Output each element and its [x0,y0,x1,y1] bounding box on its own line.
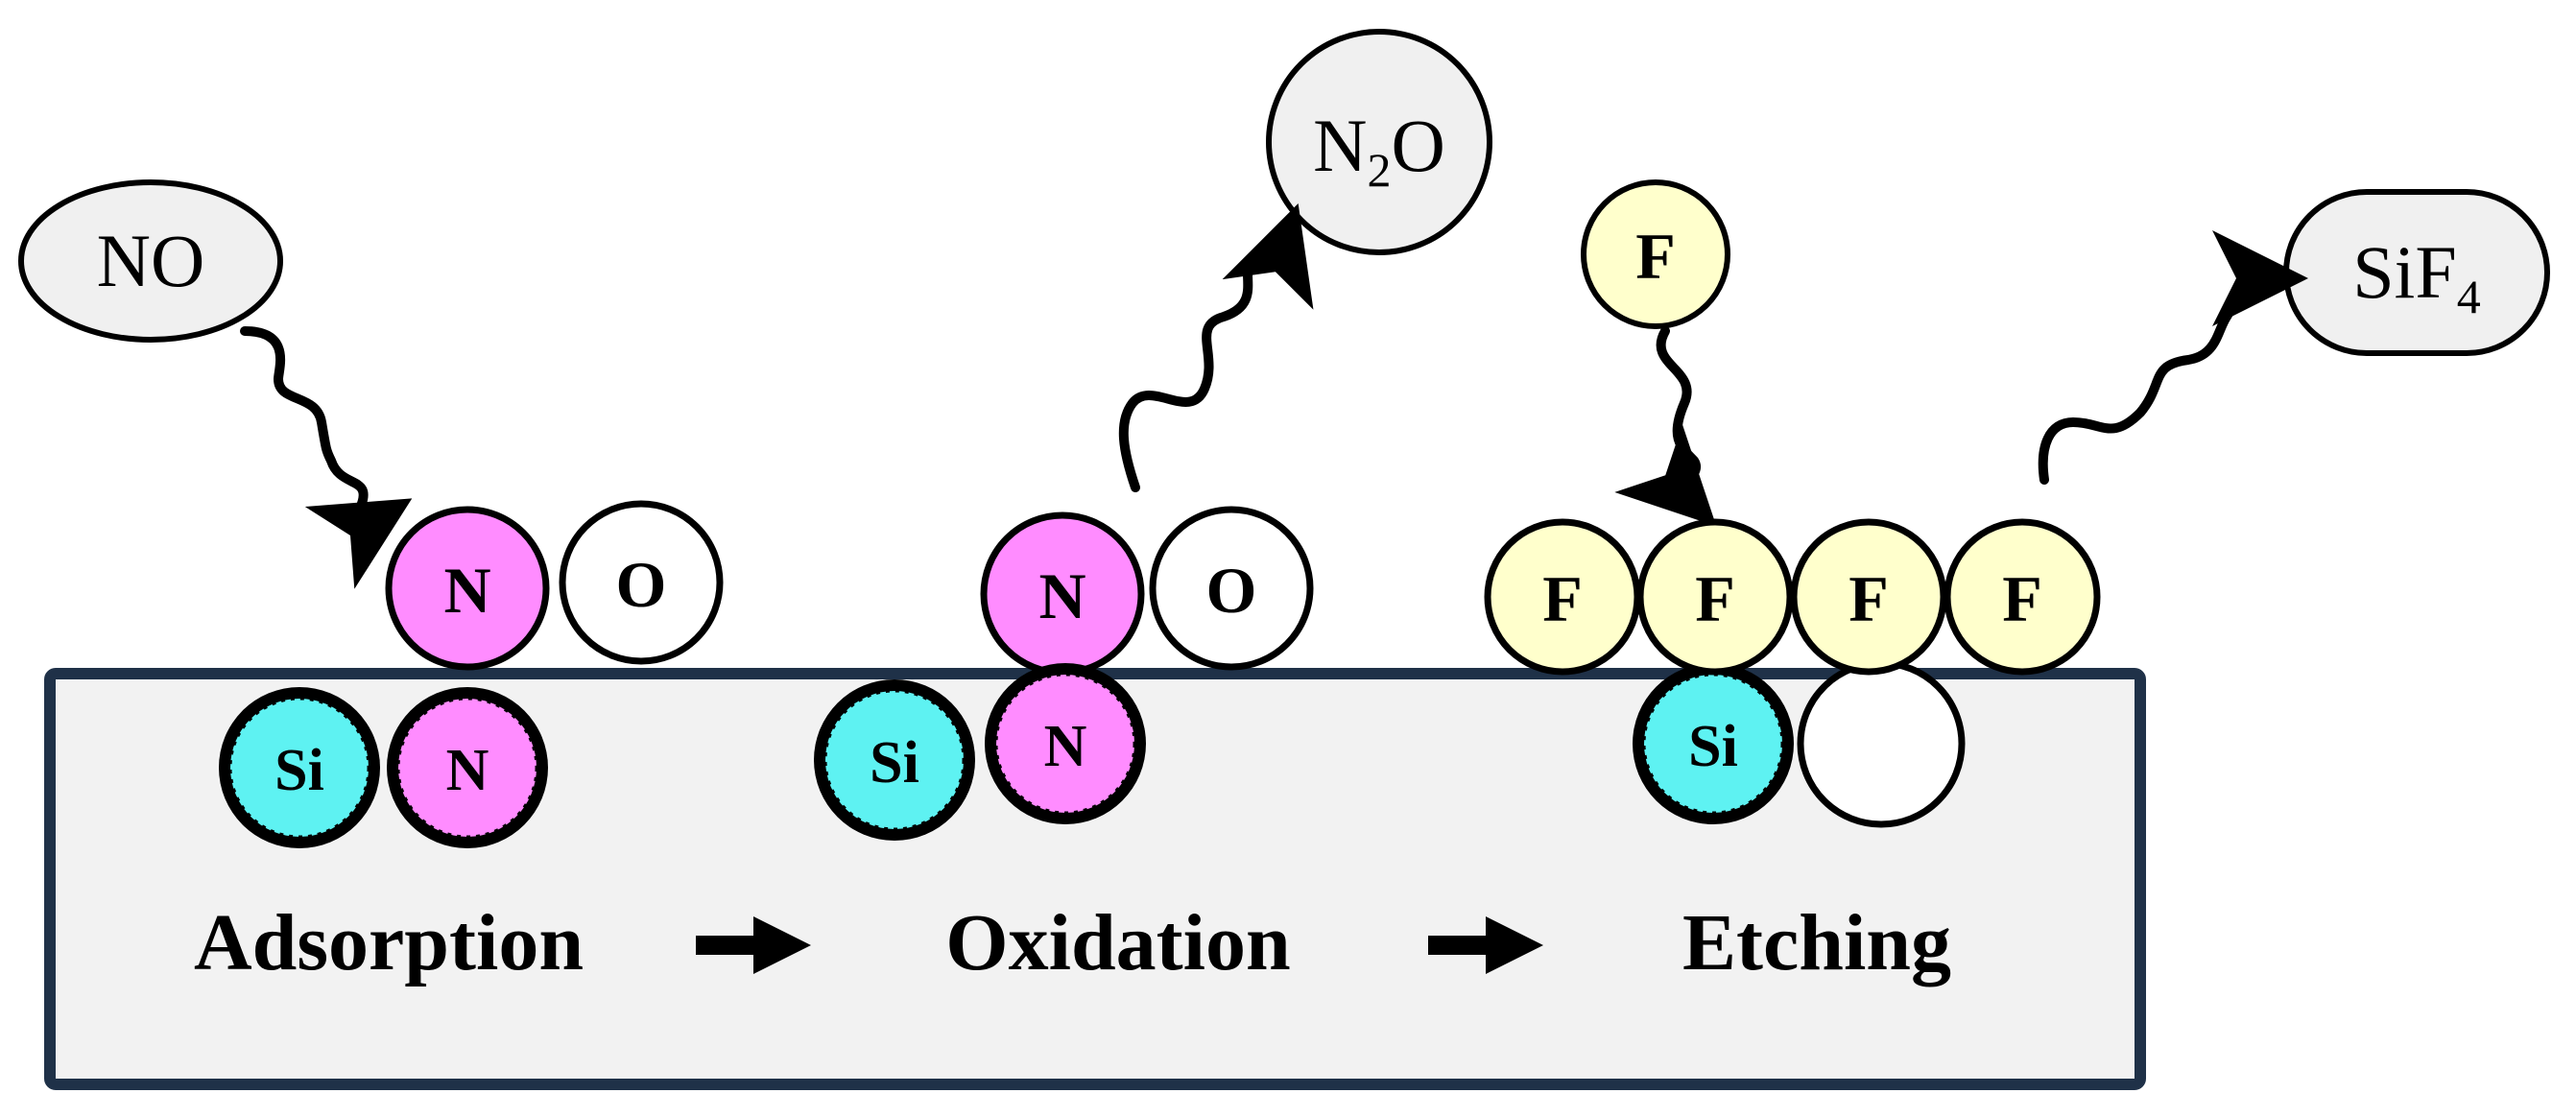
no-gas-label: NO [97,219,205,302]
wavy-arrow-icon [2038,230,2308,485]
si-atom-label: Si [1688,714,1738,779]
no-gas-molecule: NO [18,179,283,343]
f-atom-label: F [1695,562,1735,635]
n-atom-label: N [1038,559,1085,632]
right-arrow-icon [1428,916,1543,974]
f-atom-label: F [2002,562,2042,635]
n-atom-label: N [446,738,489,803]
stage-label-adsorption: Adsorption [194,898,584,987]
f-atom-label: F [1542,562,1583,635]
n2o-gas-label: N [1313,104,1367,187]
surface-n-atom: N [387,687,548,848]
f-gas-molecule: F [1581,179,1730,329]
wavy-arrow-icon [1118,203,1314,492]
n2o-gas-molecule: N2O [1266,29,1492,255]
sif4-gas-label: SiF [2352,230,2456,314]
adsorbed-f-atom: F [1944,518,2101,676]
surface-si-atom: Si [219,687,380,848]
sif4-gas-molecule: SiF4 [2283,189,2550,356]
f-gas-label: F [1635,220,1676,293]
stage-label-etching: Etching [1682,898,1951,987]
vacancy-site [1797,659,1966,828]
adsorbed-f-atom: F [1790,518,1947,676]
si-atom-label: Si [870,730,919,796]
o-atom-label: O [1206,554,1257,627]
oxidized-o-atom: O [1149,506,1314,671]
o-atom-label: O [616,548,667,621]
surface-si-atom: Si [1633,663,1794,824]
adsorbed-f-atom: F [1636,518,1794,676]
svg-text:N2O: N2O [1313,104,1445,197]
f-atom-label: F [1849,562,1889,635]
adsorbed-f-atom: F [1484,518,1641,676]
wavy-arrow-icon [1614,326,1717,527]
surface-n-atom: N [985,663,1146,824]
oxidized-n-atom: N [980,511,1145,677]
adsorbed-o-atom: O [559,500,724,665]
surface-si-atom: Si [814,679,975,841]
sif4-subscript: 4 [2457,270,2481,323]
n-atom-label: N [1044,714,1087,779]
n2o-gas-label-tail: O [1392,104,1445,187]
right-arrow-icon [696,916,811,974]
stage-label-oxidation: Oxidation [945,898,1290,987]
n-atom-label: N [443,554,490,627]
n2o-subscript: 2 [1368,143,1392,197]
adsorbed-n-atom: N [385,506,550,671]
svg-text:SiF4: SiF4 [2352,230,2480,323]
wavy-arrow-icon [240,326,413,589]
si-atom-label: Si [274,738,324,803]
